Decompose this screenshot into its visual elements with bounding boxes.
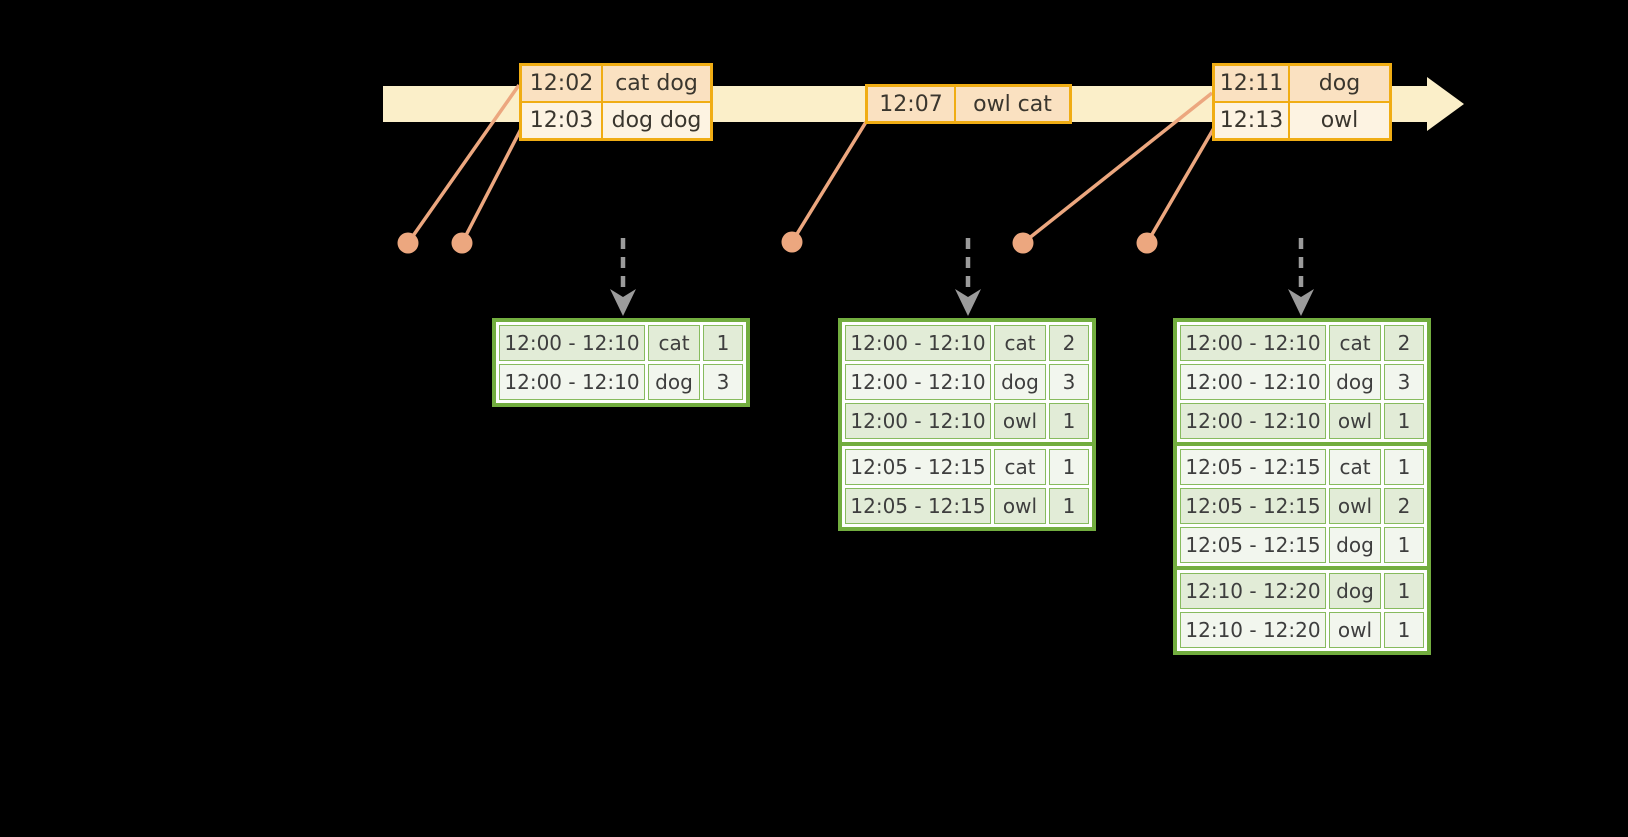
window-cell: 12:00 - 12:10 <box>499 364 645 400</box>
word-cell: owl <box>1329 403 1381 439</box>
event-time-cell: 12:03 <box>522 103 601 138</box>
connector-lines <box>406 83 1216 245</box>
word-cell: cat <box>648 325 700 361</box>
count-cell: 3 <box>703 364 743 400</box>
word-cell: owl <box>994 403 1046 439</box>
word-cell: dog <box>994 364 1046 400</box>
result-row: 12:00 - 12:10 dog 3 <box>845 364 1089 400</box>
count-cell: 3 <box>1384 364 1424 400</box>
word-cell: cat <box>1329 325 1381 361</box>
event-dot <box>1136 232 1158 254</box>
word-cell: dog <box>648 364 700 400</box>
result-row: 12:05 - 12:15 dog 1 <box>1180 527 1424 563</box>
event-dot <box>397 232 419 254</box>
event-table: 12:02 cat dog 12:03 dog dog <box>519 63 713 141</box>
event-table: 12:07 owl cat <box>865 84 1072 124</box>
trigger-arrowheads <box>610 289 1314 316</box>
window-group-separator <box>1177 566 1427 570</box>
count-cell: 1 <box>1049 449 1089 485</box>
result-table: 12:00 - 12:10 cat 2 12:00 - 12:10 dog 3 … <box>1173 318 1431 655</box>
word-cell: dog <box>1329 573 1381 609</box>
trigger-arrowhead-icon <box>955 289 981 316</box>
connector-line <box>406 83 521 245</box>
result-row: 12:05 - 12:15 cat 1 <box>845 449 1089 485</box>
window-cell: 12:10 - 12:20 <box>1180 612 1326 648</box>
result-row: 12:00 - 12:10 cat 1 <box>499 325 743 361</box>
connector-line <box>790 121 868 243</box>
result-row: 12:00 - 12:10 owl 1 <box>1180 403 1424 439</box>
count-cell: 1 <box>1384 612 1424 648</box>
window-cell: 12:10 - 12:20 <box>1180 573 1326 609</box>
result-row: 12:00 - 12:10 dog 3 <box>1180 364 1424 400</box>
window-cell: 12:05 - 12:15 <box>845 488 991 524</box>
count-cell: 1 <box>1384 527 1424 563</box>
result-row: 12:10 - 12:20 owl 1 <box>1180 612 1424 648</box>
word-cell: dog <box>1329 527 1381 563</box>
window-cell: 12:00 - 12:10 <box>1180 325 1326 361</box>
event-words-cell: cat dog <box>603 66 710 101</box>
window-cell: 12:05 - 12:15 <box>1180 488 1326 524</box>
result-row: 12:00 - 12:10 owl 1 <box>845 403 1089 439</box>
result-table: 12:00 - 12:10 cat 1 12:00 - 12:10 dog 3 <box>492 318 750 407</box>
window-group-separator <box>842 442 1092 446</box>
window-cell: 12:00 - 12:10 <box>845 325 991 361</box>
trigger-arrowhead-icon <box>1288 289 1314 316</box>
connector-line <box>1145 127 1216 244</box>
count-cell: 3 <box>1049 364 1089 400</box>
event-time-cell: 12:07 <box>868 87 954 121</box>
result-row: 12:05 - 12:15 owl 2 <box>1180 488 1424 524</box>
count-cell: 2 <box>1049 325 1089 361</box>
word-cell: owl <box>1329 488 1381 524</box>
timeline-arrowhead-icon <box>1427 77 1464 131</box>
result-row: 12:05 - 12:15 cat 1 <box>1180 449 1424 485</box>
window-cell: 12:00 - 12:10 <box>499 325 645 361</box>
event-time-cell: 12:13 <box>1215 103 1288 138</box>
window-cell: 12:00 - 12:10 <box>845 403 991 439</box>
count-cell: 1 <box>1384 449 1424 485</box>
window-cell: 12:00 - 12:10 <box>1180 403 1326 439</box>
event-words-cell: dog dog <box>603 103 710 138</box>
result-row: 12:00 - 12:10 dog 3 <box>499 364 743 400</box>
window-cell: 12:00 - 12:10 <box>1180 364 1326 400</box>
event-words-cell: owl cat <box>956 87 1069 121</box>
connector-line <box>460 128 523 244</box>
trigger-arrowhead-icon <box>610 289 636 316</box>
word-cell: cat <box>994 449 1046 485</box>
window-cell: 12:05 - 12:15 <box>845 449 991 485</box>
event-words-cell: dog <box>1290 66 1389 101</box>
trigger-dashed-lines <box>620 238 1304 292</box>
count-cell: 1 <box>703 325 743 361</box>
count-cell: 1 <box>1049 488 1089 524</box>
word-cell: cat <box>994 325 1046 361</box>
result-row: 12:10 - 12:20 dog 1 <box>1180 573 1424 609</box>
event-time-cell: 12:11 <box>1215 66 1288 101</box>
result-row: 12:00 - 12:10 cat 2 <box>845 325 1089 361</box>
result-row: 12:00 - 12:10 cat 2 <box>1180 325 1424 361</box>
event-time-cell: 12:02 <box>522 66 601 101</box>
event-dot <box>1012 232 1034 254</box>
event-words-cell: owl <box>1290 103 1389 138</box>
word-cell: owl <box>994 488 1046 524</box>
result-row: 12:05 - 12:15 owl 1 <box>845 488 1089 524</box>
count-cell: 2 <box>1384 488 1424 524</box>
count-cell: 2 <box>1384 325 1424 361</box>
event-dot <box>781 231 803 253</box>
word-cell: dog <box>1329 364 1381 400</box>
window-cell: 12:05 - 12:15 <box>1180 527 1326 563</box>
count-cell: 1 <box>1384 573 1424 609</box>
connector-line <box>1021 91 1214 245</box>
window-group-separator <box>1177 442 1427 446</box>
event-dots <box>397 231 1158 254</box>
window-cell: 12:00 - 12:10 <box>845 364 991 400</box>
result-table: 12:00 - 12:10 cat 2 12:00 - 12:10 dog 3 … <box>838 318 1096 531</box>
word-cell: owl <box>1329 612 1381 648</box>
count-cell: 1 <box>1384 403 1424 439</box>
window-cell: 12:05 - 12:15 <box>1180 449 1326 485</box>
count-cell: 1 <box>1049 403 1089 439</box>
event-table: 12:11 dog 12:13 owl <box>1212 63 1392 141</box>
word-cell: cat <box>1329 449 1381 485</box>
event-dot <box>451 232 473 254</box>
